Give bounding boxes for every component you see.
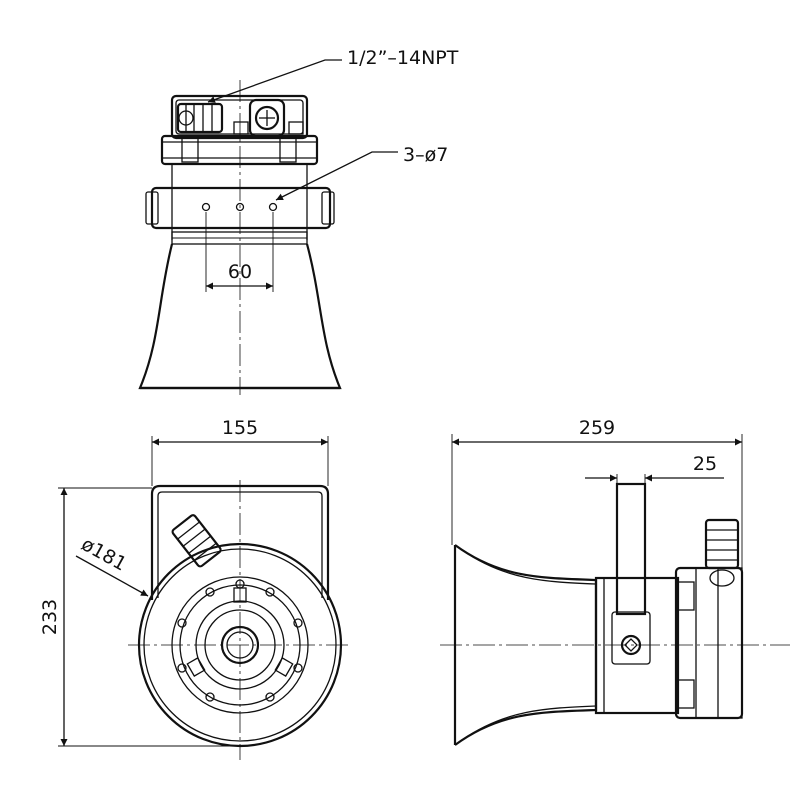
side-view: 259 25	[440, 417, 790, 746]
bolt-icon	[620, 634, 642, 656]
spacing-dimension: 60	[228, 261, 252, 283]
thread-callout: 1/2”–14NPT	[347, 47, 459, 69]
width-dimension: 155	[222, 417, 258, 439]
length-dimension: 259	[579, 417, 615, 439]
cable-gland-icon	[704, 518, 740, 587]
diameter-callout: ø181	[78, 533, 131, 575]
cable-gland-icon	[171, 514, 222, 568]
top-view: 60 1/2”–14NPT 3–ø7	[138, 47, 459, 395]
offset-dimension: 25	[693, 453, 717, 475]
cable-gland-icon	[176, 102, 224, 134]
height-dimension: 233	[39, 599, 61, 635]
holes-callout: 3–ø7	[403, 144, 448, 166]
screw-icon	[254, 105, 280, 131]
front-view: 155 233 ø181	[39, 417, 352, 760]
